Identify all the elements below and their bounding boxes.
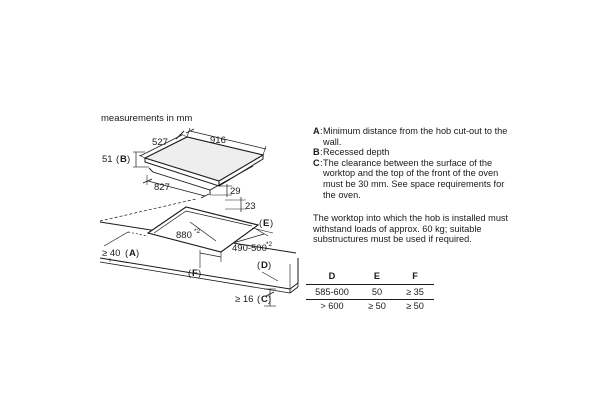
svg-text:*2: *2 — [194, 228, 201, 235]
table-row: > 600 ≥ 50 ≥ 50 — [306, 300, 434, 313]
svg-text:(: ( — [257, 294, 261, 305]
table-cell: 50 — [358, 284, 396, 300]
svg-text:29: 29 — [230, 186, 241, 197]
note-text: The clearance between the surface of the… — [323, 157, 505, 200]
worktop-note: The worktop into which the hob is instal… — [313, 213, 509, 245]
dim-916: 916 — [185, 127, 267, 156]
notes-panel: A: Minimum distance from the hob cut-out… — [313, 126, 513, 245]
dim-827: 827 — [142, 175, 210, 199]
svg-text:): ) — [198, 268, 201, 279]
svg-text:E: E — [263, 218, 269, 229]
dim-23: 23 — [225, 197, 256, 212]
svg-text:): ) — [127, 154, 130, 165]
svg-text:(: ( — [257, 260, 261, 271]
table-header: D — [306, 270, 358, 285]
table-cell: > 600 — [320, 301, 344, 311]
units-caption: measurements in mm — [101, 113, 192, 124]
svg-text:*2: *2 — [266, 241, 273, 248]
dim-29: 29 — [210, 184, 241, 197]
note-key: B — [313, 147, 320, 158]
worktop-front — [99, 257, 299, 290]
note-a: A: Minimum distance from the hob cut-out… — [313, 126, 508, 147]
note-key: A — [313, 126, 320, 136]
dim-f: ( F ) — [188, 250, 222, 279]
svg-text:): ) — [136, 248, 139, 259]
table-cell: ≥ 50 — [368, 301, 386, 311]
svg-text:): ) — [270, 218, 273, 229]
svg-text:51: 51 — [102, 154, 113, 165]
note-text: Minimum distance from the hob cut-out to… — [323, 126, 508, 147]
svg-text:527: 527 — [152, 137, 168, 148]
dim-527: 527 — [138, 130, 188, 159]
svg-text:A: A — [129, 248, 136, 259]
dim-d: ( D ) — [257, 260, 291, 289]
svg-text:F: F — [192, 268, 198, 279]
dim-490-500: 490-500 *2 — [232, 227, 274, 254]
dim-51-b: 51 ( B ) — [102, 151, 149, 168]
note-text: Recessed depth — [323, 147, 390, 158]
dim-e: ( E ) — [255, 218, 273, 237]
svg-text:(: ( — [125, 248, 129, 259]
svg-text:B: B — [120, 154, 127, 165]
svg-text:880: 880 — [176, 230, 192, 241]
clearance-table: D E F 585-600 50 ≥ 35 > 600 ≥ 50 ≥ 50 — [306, 270, 434, 312]
note-b: B: Recessed depth — [313, 147, 390, 158]
worktop — [99, 198, 299, 294]
svg-text:916: 916 — [210, 135, 226, 146]
table-cell: ≥ 35 — [396, 284, 434, 300]
table-header: E — [358, 270, 396, 285]
svg-text:): ) — [268, 260, 271, 271]
dim-880: 880 *2 — [176, 221, 217, 242]
table-header: F — [396, 270, 434, 285]
svg-text:≥ 16: ≥ 16 — [235, 294, 253, 305]
svg-text:): ) — [268, 294, 271, 305]
table-cell: 585-600 — [306, 284, 358, 300]
svg-text:23: 23 — [245, 201, 256, 212]
svg-text:(: ( — [116, 154, 120, 165]
hob-body — [148, 165, 254, 191]
svg-text:(: ( — [259, 218, 263, 229]
table-row: 585-600 50 ≥ 35 — [306, 284, 434, 300]
note-c: C: The clearance between the surface of … — [313, 157, 505, 200]
note-key: C — [313, 157, 320, 168]
svg-text:(: ( — [188, 268, 192, 279]
svg-text:≥ 40: ≥ 40 — [102, 248, 120, 259]
svg-text:D: D — [261, 260, 268, 271]
table-cell: ≥ 50 — [406, 301, 424, 311]
dim-ge16-c: ≥ 16 ( C ) — [235, 288, 276, 307]
svg-text:C: C — [261, 294, 268, 305]
svg-text:827: 827 — [154, 182, 170, 193]
svg-text:490-500: 490-500 — [232, 243, 267, 254]
dim-ge40-a: ≥ 40 ( A ) — [102, 231, 149, 259]
